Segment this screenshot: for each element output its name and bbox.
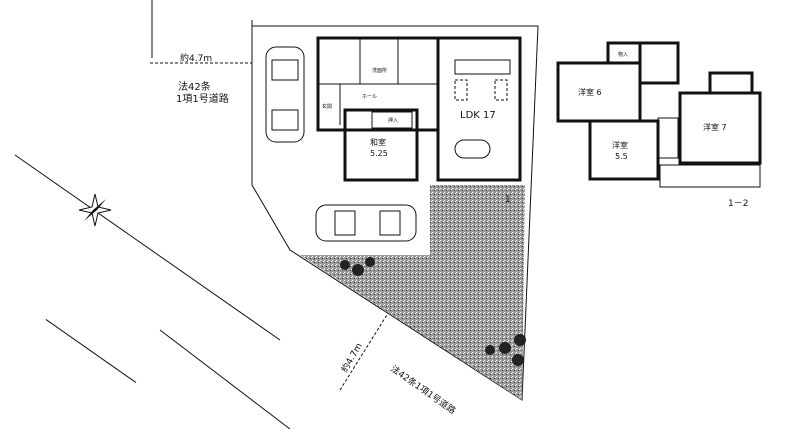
floor1-label: 1	[505, 195, 511, 205]
compass-rose-icon	[78, 193, 112, 227]
road-bottom-width-label: 約4.7m	[338, 341, 364, 375]
room-washitsu: 和室	[370, 137, 386, 147]
room-washroom: 洗面所	[372, 67, 387, 74]
road-label-line1: 法42条	[178, 80, 211, 93]
room-hall: ホール	[362, 94, 377, 100]
room-western-7: 洋室 7	[703, 122, 727, 132]
floor2-label: 1－2	[728, 199, 748, 209]
room-washitsu-size: 5.25	[370, 149, 388, 158]
car-icon	[265, 46, 305, 143]
road-top-left: 約4.7m 法42条 1項1号道路	[150, 0, 253, 185]
site-boundary	[251, 25, 539, 401]
floor1-plan: LDK 17 和室 5.25 玄関 ホール 洗面所 押入 1	[316, 36, 522, 205]
garden-area	[300, 185, 525, 400]
room-western-5-5: 洋室	[612, 140, 628, 150]
road-bottom-label: 法42条1項1号道路	[388, 363, 458, 417]
shrubs	[340, 257, 526, 366]
road-label-line2: 1項1号道路	[176, 92, 229, 105]
room-ldk: LDK 17	[460, 110, 496, 121]
room-closet: 押入	[388, 117, 398, 124]
floor2-plan: 洋室 6 洋室 5.5 洋室 7 物入 1－2	[556, 41, 762, 209]
room-entrance: 玄関	[322, 103, 332, 110]
room-storage: 物入	[618, 51, 628, 58]
road-width-label: 約4.7m	[180, 52, 212, 64]
room-western-6: 洋室 6	[578, 87, 602, 97]
car-icon	[315, 204, 417, 242]
room-western-5-5-size: 5.5	[615, 152, 628, 161]
